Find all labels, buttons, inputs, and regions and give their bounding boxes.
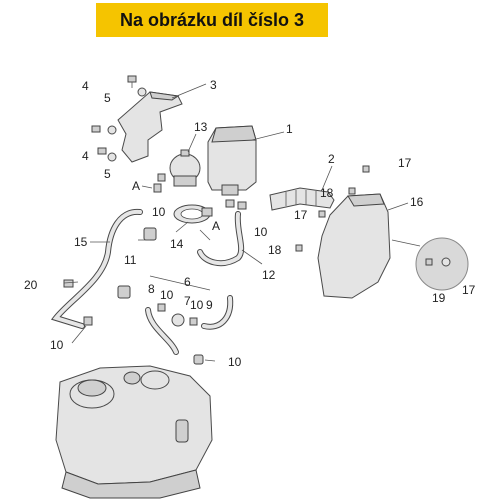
label-part-3: 3 xyxy=(210,78,217,92)
connector-part-20[interactable] xyxy=(63,279,74,288)
tank-cover-part-16[interactable] xyxy=(317,193,391,299)
clip-part-10-c[interactable] xyxy=(83,316,93,326)
valve-part-13[interactable] xyxy=(169,149,201,187)
clip-18-top[interactable] xyxy=(348,187,356,195)
label-part-1: 1 xyxy=(286,122,293,136)
label-part-9: 9 xyxy=(206,298,213,312)
banner-text: Na obrázku díl číslo 3 xyxy=(119,9,305,30)
screw-4-top[interactable] xyxy=(127,75,137,88)
washer-5-mid[interactable] xyxy=(107,125,117,135)
grommet-part-11-top[interactable] xyxy=(143,227,157,241)
label-part-18-top: 18 xyxy=(320,186,334,200)
screw-4-mid[interactable] xyxy=(91,125,101,133)
label-part-4-bottom: 4 xyxy=(82,149,89,163)
label-part-19: 19 xyxy=(432,291,446,305)
label-part-16: 16 xyxy=(410,195,424,209)
label-A-left: A xyxy=(132,179,140,193)
clip-part-10-b[interactable] xyxy=(225,199,247,210)
screw-17-mid[interactable] xyxy=(318,210,326,218)
label-part-6: 6 xyxy=(184,275,191,289)
part-number-banner: Na obrázku díl číslo 3 xyxy=(96,3,328,37)
label-part-4-top: 4 xyxy=(82,79,89,93)
clip-18-bottom[interactable] xyxy=(295,244,303,252)
cap-part-7[interactable] xyxy=(171,313,185,327)
label-part-2: 2 xyxy=(328,152,335,166)
clip-part-10-f[interactable] xyxy=(189,317,198,326)
label-part-10-a: 10 xyxy=(152,205,166,219)
label-part-11: 11 xyxy=(124,253,137,267)
label-part-10-e: 10 xyxy=(228,355,242,369)
washer-5-bottom[interactable] xyxy=(107,152,117,162)
hose-part-6[interactable] xyxy=(145,295,234,355)
strap-part-2[interactable] xyxy=(269,187,335,211)
carbon-canister-part-1[interactable] xyxy=(207,125,257,196)
label-part-10-c: 10 xyxy=(50,338,64,352)
label-part-10-b: 10 xyxy=(254,225,268,239)
label-part-17-mid: 17 xyxy=(294,208,308,222)
label-part-8: 8 xyxy=(148,282,155,296)
label-A-right: A xyxy=(212,219,220,233)
clip-part-10-a[interactable] xyxy=(153,173,166,193)
label-part-17-top: 17 xyxy=(398,156,412,170)
clamp-part-14[interactable] xyxy=(173,204,213,224)
grommet-part-11-bottom[interactable] xyxy=(117,285,131,299)
label-part-5-bottom: 5 xyxy=(104,167,111,181)
label-part-5-top: 5 xyxy=(104,91,111,105)
label-part-18-bottom: 18 xyxy=(268,243,282,257)
fuel-tank[interactable] xyxy=(55,365,213,499)
screw-4-bottom[interactable] xyxy=(97,147,107,155)
label-part-13: 13 xyxy=(194,120,208,134)
washer-5-top[interactable] xyxy=(137,87,147,97)
label-part-15: 15 xyxy=(74,235,88,249)
screw-17-top[interactable] xyxy=(362,165,370,173)
label-part-14: 14 xyxy=(170,237,184,251)
label-part-17-detail: 17 xyxy=(462,283,476,297)
label-part-7: 7 xyxy=(184,294,191,308)
hose-part-15[interactable] xyxy=(50,208,143,329)
bracket-part-3[interactable] xyxy=(117,91,183,163)
label-part-12: 12 xyxy=(262,268,276,282)
label-part-10-d: 10 xyxy=(160,288,174,302)
hose-part-12[interactable] xyxy=(197,211,245,267)
clip-part-10-d[interactable] xyxy=(157,303,166,312)
detail-view-circle xyxy=(391,237,469,291)
clip-part-10-e[interactable] xyxy=(193,354,204,365)
label-part-20: 20 xyxy=(24,278,38,292)
label-part-10-f: 10 xyxy=(190,298,204,312)
